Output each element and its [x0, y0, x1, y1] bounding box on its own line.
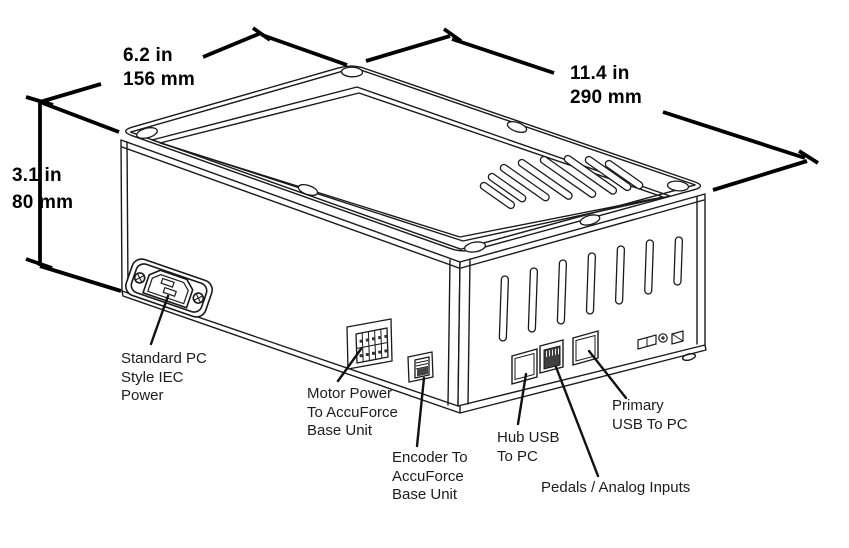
- height-inches-text: 3.1 in: [12, 165, 62, 186]
- motor-power-callout: Motor Power To AccuForce Base Unit: [307, 385, 398, 439]
- length-dimension-label: 11.4 in 290 mm: [570, 62, 642, 110]
- hub-usb-callout: Hub USB To PC: [497, 429, 560, 465]
- width-mm-text: 156 mm: [123, 69, 195, 90]
- encoder-connector: [407, 351, 434, 383]
- pedals-analog-jack: [539, 339, 564, 374]
- callout-leader-lines: [149, 294, 628, 478]
- primary-usb-callout: Primary USB To PC: [612, 397, 688, 433]
- length-inches-text: 11.4 in: [570, 63, 630, 84]
- motor-power-connector: [346, 318, 393, 370]
- encoder-callout: Encoder To AccuForce Base Unit: [392, 449, 468, 503]
- lid-top-face: [124, 65, 702, 252]
- iec-power-callout: Standard PC Style IEC Power: [121, 350, 207, 404]
- hub-usb-port: [511, 348, 538, 385]
- lid-screw-holes: [136, 66, 690, 253]
- height-mm-text: 80 mm: [12, 192, 74, 213]
- primary-usb-port: [572, 330, 599, 366]
- width-inches-text: 6.2 in: [123, 45, 173, 66]
- dimension-lines: [25, 26, 820, 293]
- length-mm-text: 290 mm: [570, 87, 642, 108]
- side-vent-slots: [498, 236, 684, 342]
- height-dimension-label: 3.1 in 80 mm: [12, 162, 73, 216]
- pedals-callout: Pedals / Analog Inputs: [541, 479, 691, 496]
- lid-vent-slots: [479, 154, 644, 210]
- iec-power-inlet: [125, 258, 213, 318]
- width-dimension-label: 6.2 in 156 mm: [123, 44, 195, 92]
- indicator-icons: [637, 330, 684, 350]
